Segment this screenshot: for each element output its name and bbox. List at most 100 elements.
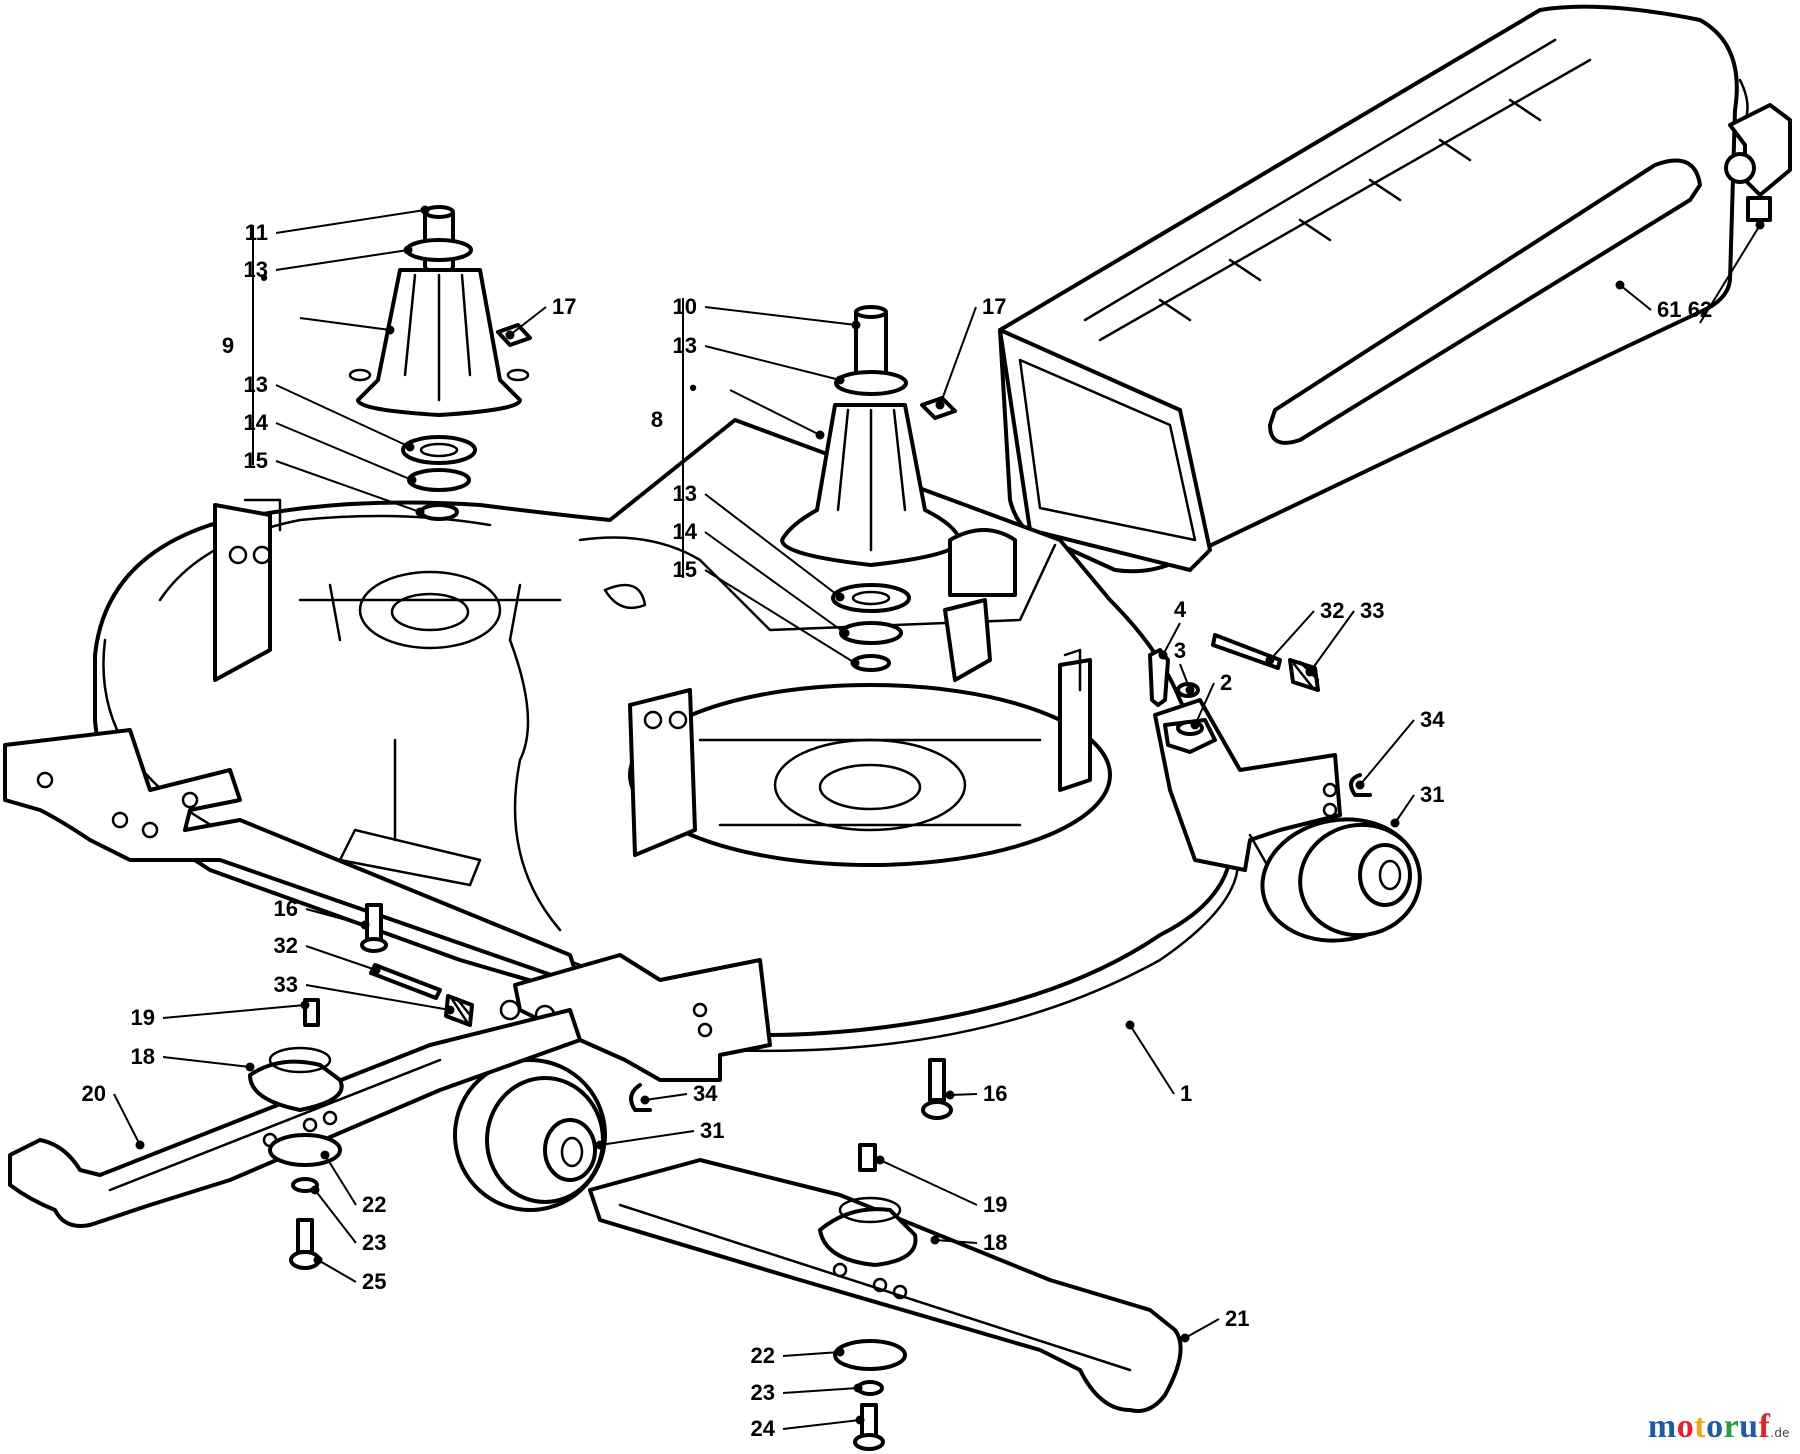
leader-dot-c13d bbox=[835, 592, 845, 602]
leader-line-c14b bbox=[704, 531, 846, 634]
leader-line-c32a bbox=[1269, 610, 1315, 661]
group-bullet-2: • bbox=[689, 375, 697, 400]
callout-label-c13c: 13 bbox=[673, 333, 697, 358]
callout-label-c15a: 15 bbox=[244, 448, 268, 473]
leader-line-c3 bbox=[1179, 663, 1191, 691]
leader-line-c16b bbox=[949, 1093, 978, 1096]
leader-dot-c17a bbox=[505, 330, 515, 340]
callout-label-c1: 1 bbox=[1180, 1081, 1192, 1106]
group-brackets bbox=[252, 225, 684, 578]
group-bullet-1: • bbox=[260, 265, 268, 290]
leader-dot-c61 bbox=[1615, 280, 1625, 290]
leader-dot-c31a bbox=[1390, 818, 1400, 828]
leader-dot-c31b bbox=[595, 1140, 605, 1150]
leader-dot-c1 bbox=[1125, 1020, 1135, 1030]
leader-dot-c21 bbox=[1180, 1333, 1190, 1343]
callout-label-c15b: 15 bbox=[673, 557, 697, 582]
leader-line-c32b bbox=[305, 945, 377, 971]
leader-dot-c16a bbox=[360, 920, 370, 930]
callout-label-c18a: 18 bbox=[131, 1044, 155, 1069]
spindle-assembly-left bbox=[348, 205, 532, 521]
blade-left bbox=[8, 998, 582, 1270]
callout-label-c14b: 14 bbox=[673, 519, 698, 544]
spindle-assembly-right bbox=[780, 305, 1017, 672]
callout-label-c62: 62 bbox=[1688, 297, 1712, 322]
leader-dot-c22b bbox=[835, 1347, 845, 1357]
callout-label-c22b: 22 bbox=[751, 1343, 775, 1368]
group-bullet-leader-1 bbox=[299, 317, 391, 331]
callout-label-c13a: 13 bbox=[244, 257, 268, 282]
leader-dot-c33a bbox=[1305, 667, 1315, 677]
leader-dot-c32a bbox=[1265, 655, 1275, 665]
callout-label-c13d: 13 bbox=[673, 481, 697, 506]
leader-line-c19a bbox=[162, 1004, 306, 1019]
leader-line-c61 bbox=[1619, 284, 1652, 311]
logo-domain-suffix: .de bbox=[1770, 1425, 1790, 1440]
leader-dot-c20 bbox=[135, 1140, 145, 1150]
leader-line-c31a bbox=[1394, 794, 1415, 824]
deck-bracket-right bbox=[628, 598, 1092, 857]
leader-dot-c34b bbox=[640, 1095, 650, 1105]
callout-label-c10: 10 bbox=[673, 294, 697, 319]
leader-line-c13a bbox=[275, 249, 409, 271]
leader-line-c13c bbox=[704, 345, 841, 381]
wheel-right bbox=[1260, 817, 1422, 943]
front-rail bbox=[3, 728, 582, 987]
callout-label-c14a: 14 bbox=[244, 410, 269, 435]
callout-label-c33a: 33 bbox=[1360, 598, 1384, 623]
leader-line-c17b bbox=[939, 306, 977, 406]
callout-label-c31a: 31 bbox=[1420, 782, 1444, 807]
leader-dot-c33b bbox=[445, 1005, 455, 1015]
leader-line-c24 bbox=[782, 1419, 861, 1430]
callout-label-c21: 21 bbox=[1225, 1306, 1249, 1331]
leader-dot-c19b bbox=[875, 1155, 885, 1165]
callout-label-c11a: 11 bbox=[245, 220, 268, 245]
leader-dot-c24 bbox=[855, 1415, 865, 1425]
blade-right bbox=[588, 1143, 1183, 1451]
logo-letter-4: o bbox=[1706, 1408, 1724, 1445]
group-bullet-dot-2 bbox=[815, 430, 825, 440]
callout-label-c2: 2 bbox=[1220, 670, 1232, 695]
leader-line-c13d bbox=[704, 493, 841, 598]
callout-label-c25: 25 bbox=[362, 1269, 386, 1294]
group-bullet-leader-2 bbox=[729, 389, 821, 436]
callout-label-c61: 61 bbox=[1657, 297, 1681, 322]
callout-label-c31b: 31 bbox=[700, 1118, 724, 1143]
leader-dot-c4 bbox=[1158, 650, 1168, 660]
leader-line-c33b bbox=[305, 984, 451, 1011]
leader-line-c2 bbox=[1194, 682, 1215, 726]
leader-line-c25 bbox=[317, 1259, 357, 1283]
leader-line-c62 bbox=[1699, 224, 1761, 324]
logo-letter-1: m bbox=[1647, 1408, 1677, 1445]
wheel-left bbox=[453, 1058, 607, 1212]
leader-dot-c22a bbox=[320, 1150, 330, 1160]
leader-dot-c23b bbox=[853, 1383, 863, 1393]
deck-bracket-left bbox=[213, 498, 282, 682]
motoruf-logo: motoruf.de bbox=[1648, 1408, 1790, 1446]
callout-label-c17a: 17 bbox=[552, 294, 576, 319]
leader-line-c14a bbox=[275, 422, 413, 481]
leader-dot-c15a bbox=[415, 507, 425, 517]
leader-dot-c13a bbox=[403, 245, 413, 255]
callout-label-c33b: 33 bbox=[274, 972, 298, 997]
leader-dot-c15b bbox=[850, 658, 860, 668]
callout-label-c22a: 22 bbox=[362, 1192, 386, 1217]
leader-dot-c11a bbox=[420, 205, 430, 215]
leader-dot-c2 bbox=[1190, 720, 1200, 730]
callout-label-c19a: 19 bbox=[131, 1005, 155, 1030]
leader-dot-c16b bbox=[945, 1090, 955, 1100]
callout-label-c8: 8 bbox=[651, 407, 663, 432]
leader-line-c33a bbox=[1309, 610, 1355, 673]
leader-line-c15b bbox=[704, 569, 856, 664]
callout-label-c32b: 32 bbox=[274, 933, 298, 958]
leader-line-c34a bbox=[1359, 719, 1415, 786]
leader-line-c23a bbox=[314, 1189, 357, 1244]
leader-dot-c19a bbox=[300, 1000, 310, 1010]
leader-dot-c13b bbox=[405, 442, 415, 452]
callout-label-c34b: 34 bbox=[693, 1081, 718, 1106]
leader-dot-c14b bbox=[840, 628, 850, 638]
leader-line-c20 bbox=[113, 1093, 141, 1146]
leader-dot-c3 bbox=[1185, 685, 1195, 695]
leader-line-c22b bbox=[782, 1351, 841, 1357]
leader-line-c31b bbox=[599, 1130, 695, 1146]
